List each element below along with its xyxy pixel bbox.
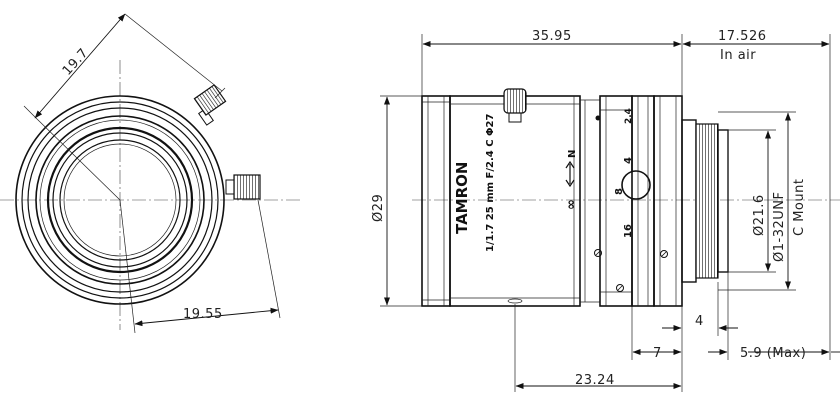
bottom-dimension-label: 19.55 [183,307,223,322]
set-screw [616,284,624,292]
mount-type-label: C Mount [792,179,807,236]
aperture-2-4: 2.4 [624,108,634,124]
barrel-printing: TAMRON 1/1.7 25 mm F/2.4 C Φ27 [453,114,496,252]
outer-diameter-label: Ø29 [371,194,386,222]
index-dot [595,115,601,121]
set-screw [594,249,602,257]
rear-rings [631,95,683,307]
back-focus-label: 17.526 [718,29,767,44]
aperture-ring: 16 8 4 2.4 [594,95,634,307]
focus-ring-dimension: 23.24 [514,304,683,392]
side-view: TAMRON 1/1.7 25 mm F/2.4 C Φ27 N ∞ 16 8 … [371,29,840,392]
ring-width-dimension: 7 [631,306,683,361]
max-protrusion-dimension: 5.9 (Max) [708,272,840,361]
lens-spec-label: 1/1.7 25 mm F/2.4 C Φ27 [485,114,496,252]
back-focus-note: In air [720,48,756,63]
focus-ring-label: 23.24 [575,373,615,388]
overall-length-dimension: 35.95 [422,29,682,47]
front-view: 19.7 19.55 [0,13,300,334]
aperture-4: 4 [623,157,634,164]
outer-diameter-dimension: Ø29 [371,95,422,307]
focus-scale: N ∞ [564,150,579,210]
flange-label: 4 [695,314,704,329]
slot-mark [507,298,523,304]
c-mount-thread [681,119,729,283]
front-barrel [421,95,451,307]
focus-lock-screw [503,88,527,123]
mount-thread-label: Ø1-32UNF [772,192,787,262]
brand-label: TAMRON [453,162,471,234]
ring-width-label: 7 [653,346,662,361]
near-mark: N [567,150,578,158]
inner-diameter-label: Ø21.6 [752,194,767,236]
focus-direction-arrow [565,160,575,188]
bottom-dimension: 19.55 [119,199,281,334]
diagonal-dimension-label: 19.7 [60,46,92,79]
infinity-mark: ∞ [564,199,579,210]
front-thumbscrew-top [193,84,227,126]
mount-thread-dimension: Ø1-32UNF C Mount [718,111,807,291]
max-protrusion-label: 5.9 (Max) [740,346,806,361]
aperture-thumbscrew [621,170,651,200]
overall-length-label: 35.95 [532,29,572,44]
aperture-8: 8 [614,188,625,195]
aperture-16: 16 [623,224,634,238]
flange-dimension: 4 [662,282,738,336]
back-focus-dimension: 17.526 In air [682,29,830,63]
inner-diameter-dimension: Ø21.6 [728,129,776,273]
front-thumbscrew-right [225,174,261,200]
